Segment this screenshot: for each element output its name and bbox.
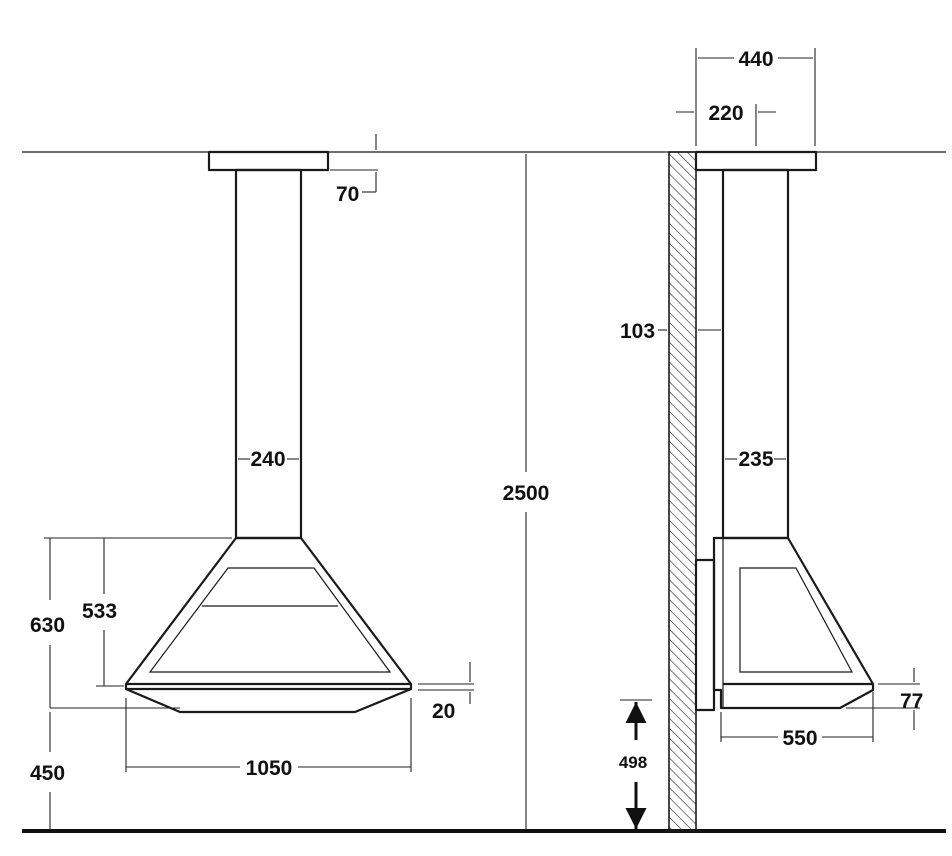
- dim-rim-side: 77: [846, 668, 923, 730]
- dim-label-550: 550: [782, 727, 817, 750]
- dim-top: 440 220: [676, 48, 816, 146]
- dim-label-220: 220: [708, 102, 743, 125]
- dim-label-235: 235: [738, 448, 773, 471]
- side-view: [668, 150, 875, 832]
- side-ceiling-cap: [694, 150, 818, 172]
- front-view: [124, 150, 413, 714]
- side-hood: [712, 536, 875, 710]
- dim-chimney-front: 240: [238, 448, 299, 471]
- side-chimney: [721, 168, 790, 540]
- dim-label-77: 77: [900, 690, 923, 713]
- front-chimney: [234, 168, 303, 540]
- dim-rim-front: 20: [418, 662, 474, 723]
- dim-label-2500: 2500: [503, 482, 550, 505]
- dim-cap-height: 70: [330, 134, 378, 206]
- dim-label-630: 630: [30, 614, 65, 637]
- front-ceiling-cap: [207, 150, 330, 172]
- front-canopy-panel: [148, 567, 392, 673]
- dim-label-533: 533: [82, 600, 117, 623]
- dim-label-20: 20: [432, 700, 455, 723]
- front-canopy: [124, 536, 413, 686]
- dim-wall-gap: 103: [620, 320, 721, 343]
- dim-left-verticals: 630 533 450: [30, 537, 232, 829]
- dim-label-498: 498: [619, 753, 647, 772]
- dim-hood-width: 1050: [125, 698, 412, 780]
- dim-label-70: 70: [336, 183, 359, 206]
- front-hood-bottom: [124, 684, 413, 714]
- side-wall-bracket: [694, 558, 716, 712]
- side-hood-panel: [739, 567, 854, 673]
- dim-label-450: 450: [30, 762, 65, 785]
- dim-label-1050: 1050: [246, 757, 293, 780]
- wall-hatch: [668, 151, 697, 832]
- dim-chimney-side: 235: [725, 448, 786, 471]
- dim-label-240: 240: [250, 448, 285, 471]
- dim-label-103: 103: [620, 320, 655, 343]
- dim-label-440: 440: [738, 48, 773, 71]
- dim-clearance: 498: [619, 699, 652, 829]
- dim-hood-depth: 550: [720, 692, 874, 750]
- dim-ceiling-height: 2500: [503, 154, 550, 829]
